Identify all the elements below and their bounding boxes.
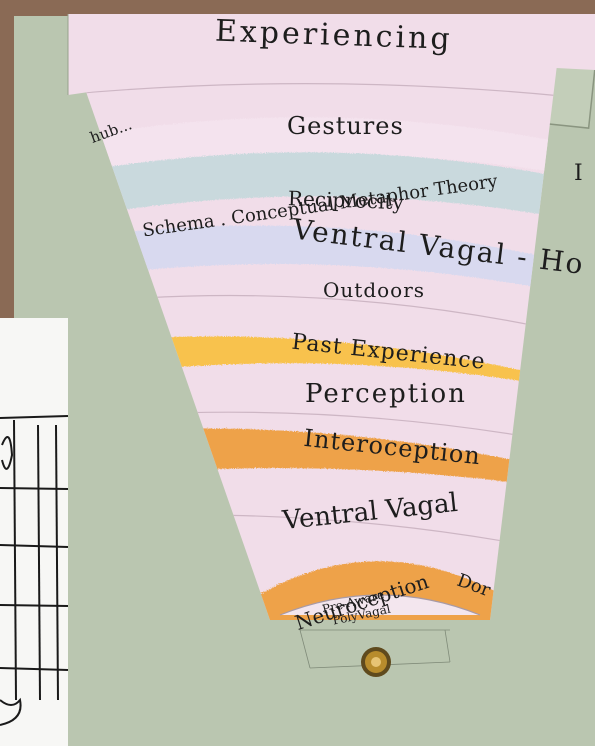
label-perception: Perception: [305, 379, 467, 409]
grid-sketch-illustration: [0, 318, 68, 746]
label-gestures: Gestures: [287, 112, 404, 140]
brass-pin-icon: [361, 647, 391, 677]
label-outdoors: Outdoors: [323, 278, 425, 302]
label-right-edge: I: [574, 161, 583, 186]
label-reciprocity: Reciprocity: [288, 186, 405, 214]
